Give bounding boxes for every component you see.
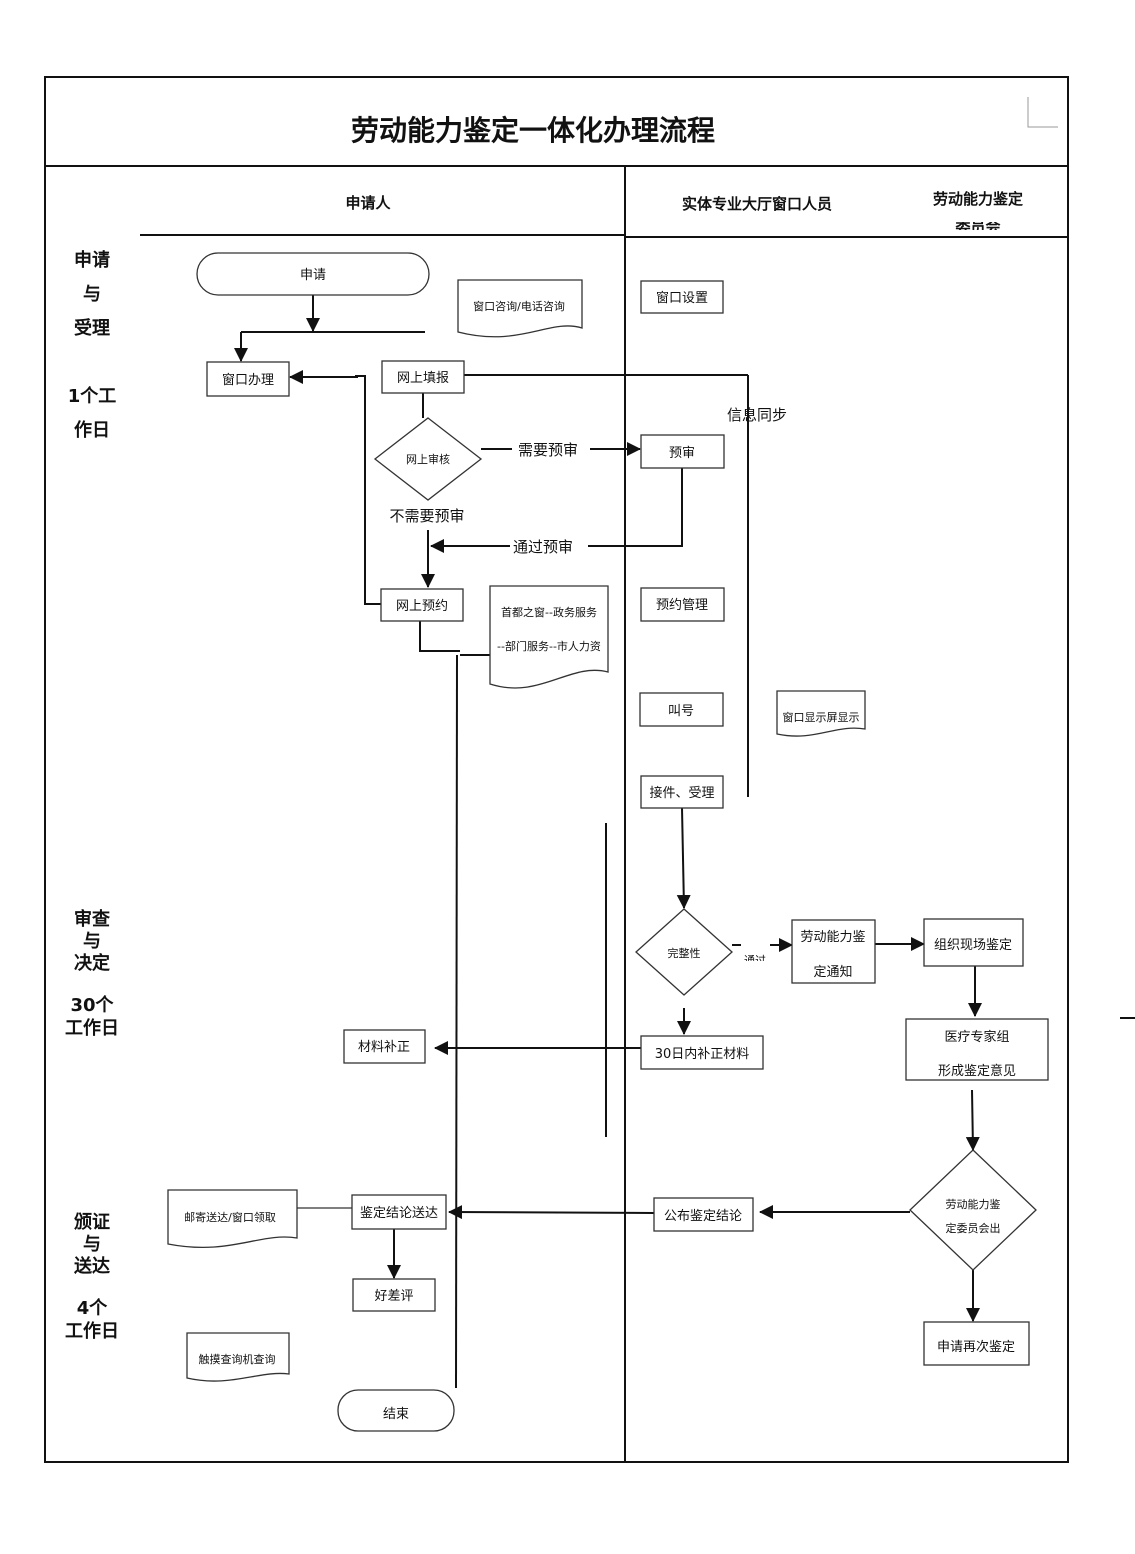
node-label: 网上审核 bbox=[406, 452, 450, 466]
node-label: 好差评 bbox=[374, 1289, 413, 1304]
node-apply[interactable]: 申请 bbox=[196, 252, 430, 296]
node-label: 叫号 bbox=[668, 704, 694, 719]
phase-label: 与 bbox=[83, 284, 101, 305]
node-label: 形成鉴定意见 bbox=[938, 1063, 1016, 1079]
box-online-fill[interactable]: 网上填报 bbox=[381, 360, 465, 394]
phase-label: 受理 bbox=[74, 317, 110, 339]
box-notice[interactable]: 劳动能力鉴 定通知 bbox=[791, 919, 876, 984]
node-label: 预约管理 bbox=[656, 598, 708, 613]
node-label: 邮寄送达/窗口领取 bbox=[184, 1210, 276, 1224]
node-label: 完整性 bbox=[668, 946, 701, 960]
node-label: 组织现场鉴定 bbox=[934, 938, 1012, 953]
lane-window-staff: 实体专业大厅窗口人员 bbox=[682, 195, 832, 213]
node-end[interactable]: 结束 bbox=[337, 1389, 455, 1432]
node-label: 网上预约 bbox=[396, 599, 448, 614]
phase-duration: 作日 bbox=[74, 419, 110, 441]
node-label: 申请 bbox=[300, 268, 326, 283]
node-label: 定委员会出 bbox=[946, 1221, 1001, 1235]
box-call-number[interactable]: 叫号 bbox=[639, 692, 724, 727]
box-experts[interactable]: 医疗专家组 形成鉴定意见 bbox=[905, 1018, 1049, 1081]
doc-consult[interactable]: 窗口咨询/电话咨询 bbox=[457, 279, 583, 338]
node-label: 窗口办理 bbox=[222, 372, 274, 388]
edges bbox=[234, 295, 982, 1389]
phase-label: 与 bbox=[83, 931, 101, 952]
node-label: --部门服务--市人力资 bbox=[497, 639, 601, 653]
edge-label-no-pre: 不需要预审 bbox=[389, 507, 464, 525]
phase-label: 审查 bbox=[74, 908, 110, 930]
phase-duration: 1个工 bbox=[68, 385, 117, 407]
box-reapply[interactable]: 申请再次鉴定 bbox=[923, 1321, 1030, 1366]
node-label: 接件、受理 bbox=[649, 785, 714, 801]
node-label: 窗口显示屏显示 bbox=[783, 710, 860, 724]
phase-duration: 30个 bbox=[70, 994, 114, 1016]
node-label: 定通知 bbox=[813, 964, 852, 980]
edge-label-sync: 信息同步 bbox=[727, 406, 787, 424]
page-title: 劳动能力鉴定一体化办理流程 bbox=[351, 114, 715, 147]
phase-label: 决定 bbox=[74, 952, 110, 974]
decision-completeness[interactable]: 完整性 bbox=[635, 908, 733, 996]
decision-online-review[interactable]: 网上审核 bbox=[373, 417, 483, 501]
lane-committee: 劳动能力鉴定 bbox=[933, 190, 1023, 208]
node-label: 劳动能力鉴 bbox=[800, 929, 865, 945]
box-booking-mgmt[interactable]: 预约管理 bbox=[640, 587, 725, 622]
node-label: 窗口设置 bbox=[656, 290, 708, 306]
box-receive[interactable]: 接件、受理 bbox=[640, 775, 724, 809]
node-label: 鉴定结论送达 bbox=[360, 1206, 438, 1221]
node-label: 首都之窗--政务服务 bbox=[501, 605, 597, 619]
phase-duration: 工作日 bbox=[65, 1017, 119, 1039]
edge-label-pass: 通过 bbox=[744, 954, 766, 967]
box-deliver[interactable]: 鉴定结论送达 bbox=[351, 1194, 447, 1230]
edge-label-pass-pre: 通过预审 bbox=[513, 538, 573, 556]
box-window-setup[interactable]: 窗口设置 bbox=[640, 280, 724, 314]
node-label: 劳动能力鉴 bbox=[946, 1197, 1001, 1211]
node-label: 触摸查询机查询 bbox=[199, 1352, 276, 1366]
edge-label-need-pre: 需要预审 bbox=[518, 441, 578, 459]
box-supplement-30[interactable]: 30日内补正材料 bbox=[640, 1035, 764, 1070]
node-label: 窗口咨询/电话咨询 bbox=[473, 299, 565, 313]
box-onsite[interactable]: 组织现场鉴定 bbox=[923, 918, 1024, 967]
node-label: 材料补正 bbox=[358, 1040, 410, 1055]
doc-window-display[interactable]: 窗口显示屏显示 bbox=[776, 690, 866, 737]
node-label: 医疗专家组 bbox=[944, 1029, 1009, 1045]
box-online-booking[interactable]: 网上预约 bbox=[380, 588, 464, 622]
node-label: 申请再次鉴定 bbox=[937, 1339, 1015, 1355]
box-pre-review[interactable]: 预审 bbox=[640, 434, 725, 469]
box-rating[interactable]: 好差评 bbox=[352, 1278, 436, 1312]
node-label: 公布鉴定结论 bbox=[664, 1209, 742, 1224]
phase-duration: 4个 bbox=[77, 1297, 109, 1319]
decision-committee[interactable]: 劳动能力鉴 定委员会出 bbox=[909, 1149, 1037, 1271]
phase-label: 与 bbox=[83, 1234, 101, 1255]
phase-label: 申请 bbox=[74, 249, 110, 271]
doc-portal[interactable]: 首都之窗--政务服务 --部门服务--市人力资 bbox=[489, 585, 609, 689]
frame bbox=[44, 76, 1135, 1463]
phase-labels: 申请 与 受理 1个工 作日 审查 与 决定 30个 工作日 颁证 与 送达 4… bbox=[65, 249, 119, 1342]
doc-kiosk[interactable]: 触摸查询机查询 bbox=[186, 1332, 290, 1382]
node-label: 30日内补正材料 bbox=[655, 1046, 750, 1062]
lane-applicant: 申请人 bbox=[345, 194, 391, 212]
box-window-handle[interactable]: 窗口办理 bbox=[206, 361, 290, 397]
doc-mail[interactable]: 邮寄送达/窗口领取 bbox=[167, 1189, 298, 1248]
box-supplement[interactable]: 材料补正 bbox=[343, 1029, 426, 1064]
node-label: 结束 bbox=[383, 1407, 409, 1422]
phase-label: 送达 bbox=[73, 1255, 110, 1277]
box-publish[interactable]: 公布鉴定结论 bbox=[653, 1197, 754, 1232]
phase-duration: 工作日 bbox=[65, 1320, 119, 1342]
lane-committee-clipped: 委员会 bbox=[955, 218, 1000, 236]
node-label: 预审 bbox=[669, 446, 695, 461]
phase-label: 颁证 bbox=[74, 1212, 110, 1233]
node-label: 网上填报 bbox=[397, 371, 449, 386]
